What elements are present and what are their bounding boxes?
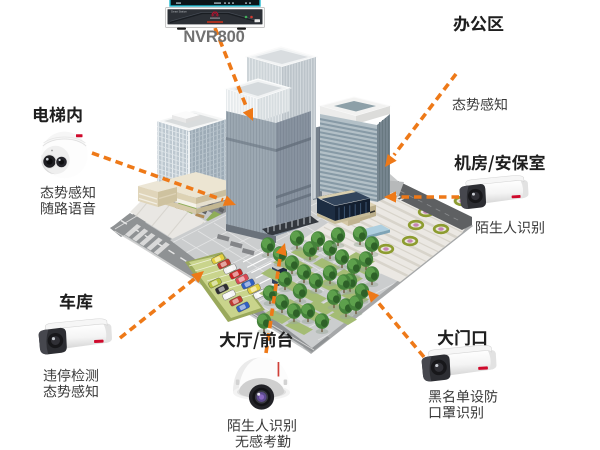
svg-text:Smart Station: Smart Station <box>171 9 187 13</box>
svg-text:NVR800: NVR800 <box>183 28 244 46</box>
